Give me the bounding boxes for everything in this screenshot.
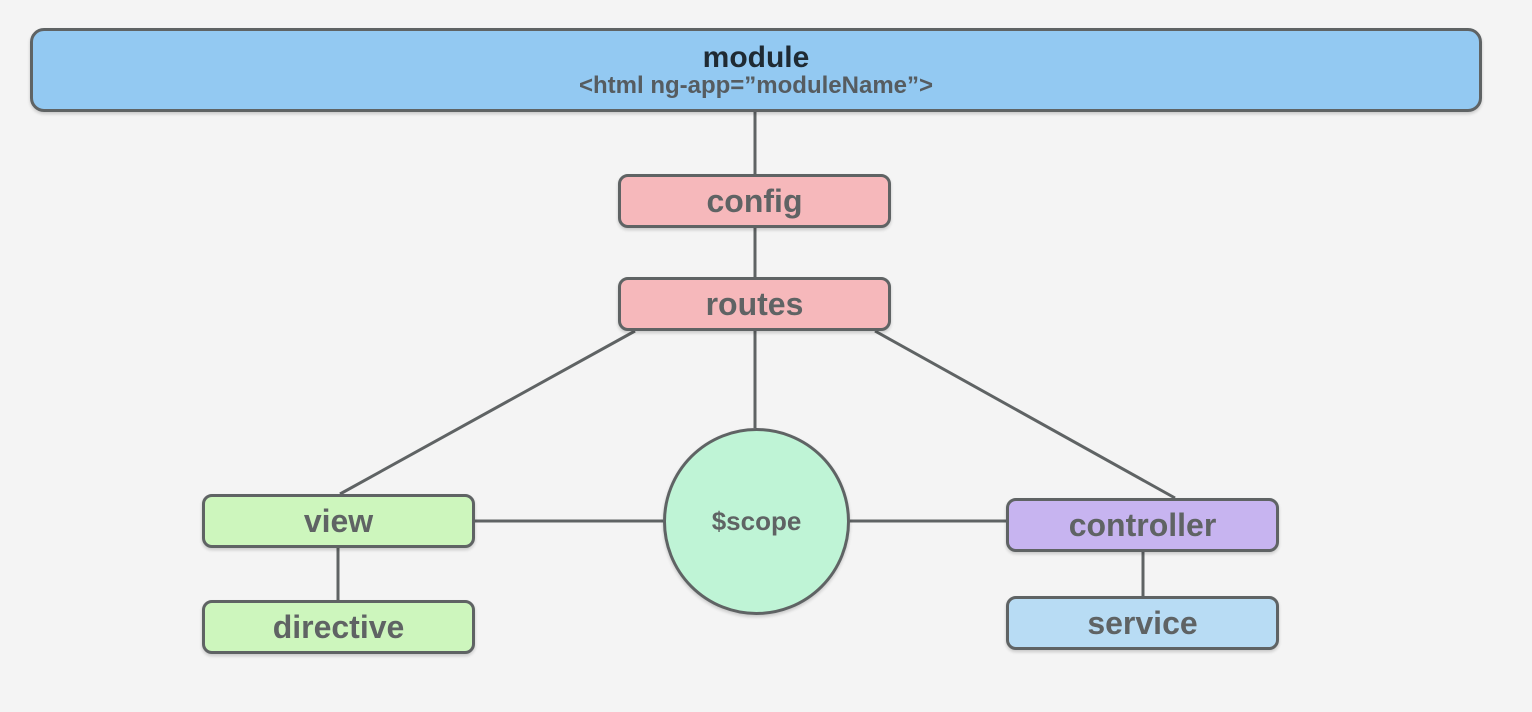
routes-label: routes <box>705 285 804 322</box>
module-title: module <box>702 40 810 74</box>
service-label: service <box>1087 604 1198 641</box>
directive-node: directive <box>202 600 475 654</box>
module-subtitle: <html ng-app=”moduleName”> <box>578 72 934 100</box>
scope-label: $scope <box>711 506 802 536</box>
directive-label: directive <box>272 608 405 645</box>
routes-view-line <box>339 329 636 496</box>
view-label: view <box>303 502 374 539</box>
scope-node: $scope <box>663 428 850 615</box>
service-node: service <box>1006 596 1279 650</box>
module-node: module <html ng-app=”moduleName”> <box>30 28 1482 112</box>
routes-controller-line <box>874 329 1176 500</box>
controller-label: controller <box>1068 506 1217 543</box>
routes-node: routes <box>618 277 891 331</box>
controller-node: controller <box>1006 498 1279 552</box>
config-node: config <box>618 174 891 228</box>
view-node: view <box>202 494 475 548</box>
config-label: config <box>706 182 803 219</box>
